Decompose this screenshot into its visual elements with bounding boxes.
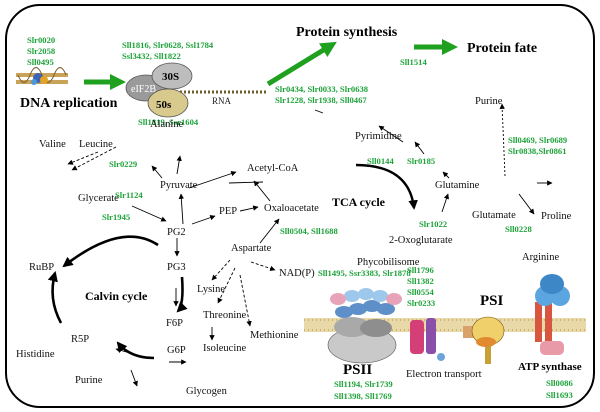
tca-cycle-arc [355, 163, 418, 210]
glycerate-gene: Slr1124 [115, 190, 143, 200]
pyruvate-label: Pyruvate [160, 180, 198, 191]
proline-label: Proline [541, 211, 572, 222]
ribosome-gene-line-1: Sll1816, Slr0628, Ssl1784 [122, 40, 214, 50]
methionine-label: Methionine [250, 330, 299, 341]
dna-replication-title: DNA replication [20, 96, 118, 111]
alanine-label: Alanine [150, 119, 184, 130]
lysine-label: Lysine [197, 284, 225, 295]
ribosome-gene-bottom: Sll1819, Ssr1604 [138, 117, 199, 127]
pyrimidine-label: Pyrimidine [355, 131, 402, 142]
psii-title: PSII [343, 362, 372, 378]
purine-bottom-label: Purine [75, 375, 103, 386]
electron-transport-gene-1: Sll1796 [407, 265, 434, 275]
aspartate-label: Aspartate [231, 243, 272, 254]
leucine-label: Leucine [79, 139, 113, 150]
psii-icon [327, 317, 397, 364]
threonine-label: Threonine [203, 310, 246, 321]
r5p-label: R5P [71, 334, 89, 345]
glycogen-label: Glycogen [186, 386, 228, 397]
psii-gene-line-1: Sll1194, Slr1739 [334, 379, 393, 389]
rna-label: RNA [212, 96, 232, 106]
ribosome-30s-label: 30S [162, 71, 179, 83]
electron-transport-title: Electron transport [406, 369, 482, 380]
atp-synthase-gene-1: Sll0086 [546, 378, 573, 388]
nadp-label: NAD(P) [279, 268, 315, 279]
protein-fate-gene: Sll1514 [400, 57, 427, 67]
g6p-label: G6P [167, 345, 186, 356]
phycobilisome-icon [330, 288, 402, 318]
purine-gene-line-1: Sll0469, Slr0689 [508, 135, 567, 145]
pyrimidine-gene-1: Sll0144 [367, 156, 394, 166]
electron-transport-gene-2: Sll1382 [407, 276, 434, 286]
oxaloacetate-gene: Sll0504, Sll1688 [280, 226, 338, 236]
electron-transport-gene-4: Slr0233 [407, 298, 435, 308]
purine-gene-line-2: Slr0838,Slr0861 [508, 146, 567, 156]
pg2-label: PG2 [167, 227, 186, 238]
tca-cycle-title: TCA cycle [332, 195, 386, 209]
glutamate-label: Glutamate [472, 210, 516, 221]
ribosome-50s-label: 50s [156, 99, 172, 111]
protein-fate-title: Protein fate [467, 41, 537, 56]
protein-synth-gene-line-1: Slr0434, Slr0033, Slr0638 [275, 84, 369, 94]
metabolic-arrows [67, 103, 553, 387]
f6p-label: F6P [166, 318, 183, 329]
ribosome-gene-line-2: Ssl3432, Sll1822 [122, 51, 181, 61]
oxoglutarate-gene: Slr1022 [419, 219, 447, 229]
dna-gene-3: Sll0495 [27, 57, 54, 67]
cell-outline [5, 4, 595, 408]
pg3-label: PG3 [167, 262, 186, 273]
atp-synthase-icon [535, 274, 570, 355]
calvin-cycle-title: Calvin cycle [85, 289, 148, 303]
arginine-label: Arginine [522, 252, 559, 263]
purine-top-label: Purine [475, 96, 503, 107]
electron-transport-icon [410, 318, 475, 361]
dna-gene-1: Slr0020 [27, 35, 55, 45]
protein-synth-gene-line-2: Slr1228, Slr1938, Sll0467 [275, 95, 367, 105]
histidine-label: Histidine [16, 349, 55, 360]
psi-title: PSI [480, 293, 504, 309]
psi-icon [471, 316, 505, 364]
valine-label: Valine [39, 139, 66, 150]
leucine-gene: Slr0229 [109, 159, 137, 169]
eif2b-label: eIF2B [131, 84, 156, 95]
psii-gene-line-2: Sll1398, Sll1769 [334, 391, 392, 401]
phycobilisome-gene: Sll1495, Ssr3383, Slr1878 [318, 268, 411, 278]
pyrimidine-gene-2: Slr0185 [407, 156, 435, 166]
arginine-gene: Sll0228 [505, 224, 532, 234]
oxoglutarate-label: 2-Oxoglutarate [389, 235, 453, 246]
dna-gene-2: Slr2058 [27, 46, 56, 56]
rubp-label: RuBP [29, 262, 54, 273]
dna-icon [16, 67, 68, 85]
glutamine-label: Glutamine [435, 180, 480, 191]
protein-synthesis-title: Protein synthesis [296, 25, 398, 40]
electron-transport-gene-3: Sll0554 [407, 287, 434, 297]
phycobilisome-title: Phycobilisome [357, 257, 420, 268]
ribosome-to-protein-arrow [266, 41, 337, 87]
acetyl-coa-label: Acetyl-CoA [247, 163, 299, 174]
pep-label: PEP [219, 206, 237, 217]
glycerate-label: Glycerate [78, 193, 119, 204]
oxaloacetate-label: Oxaloacetate [264, 203, 319, 214]
ribosome-icon [125, 62, 268, 118]
atp-synthase-gene-2: Sll1693 [546, 390, 573, 400]
atp-synthase-title: ATP synthase [518, 361, 582, 373]
isoleucine-label: Isoleucine [203, 343, 246, 354]
pg2-gene: Slr1945 [102, 212, 130, 222]
calvin-cycle-loop [47, 235, 188, 360]
